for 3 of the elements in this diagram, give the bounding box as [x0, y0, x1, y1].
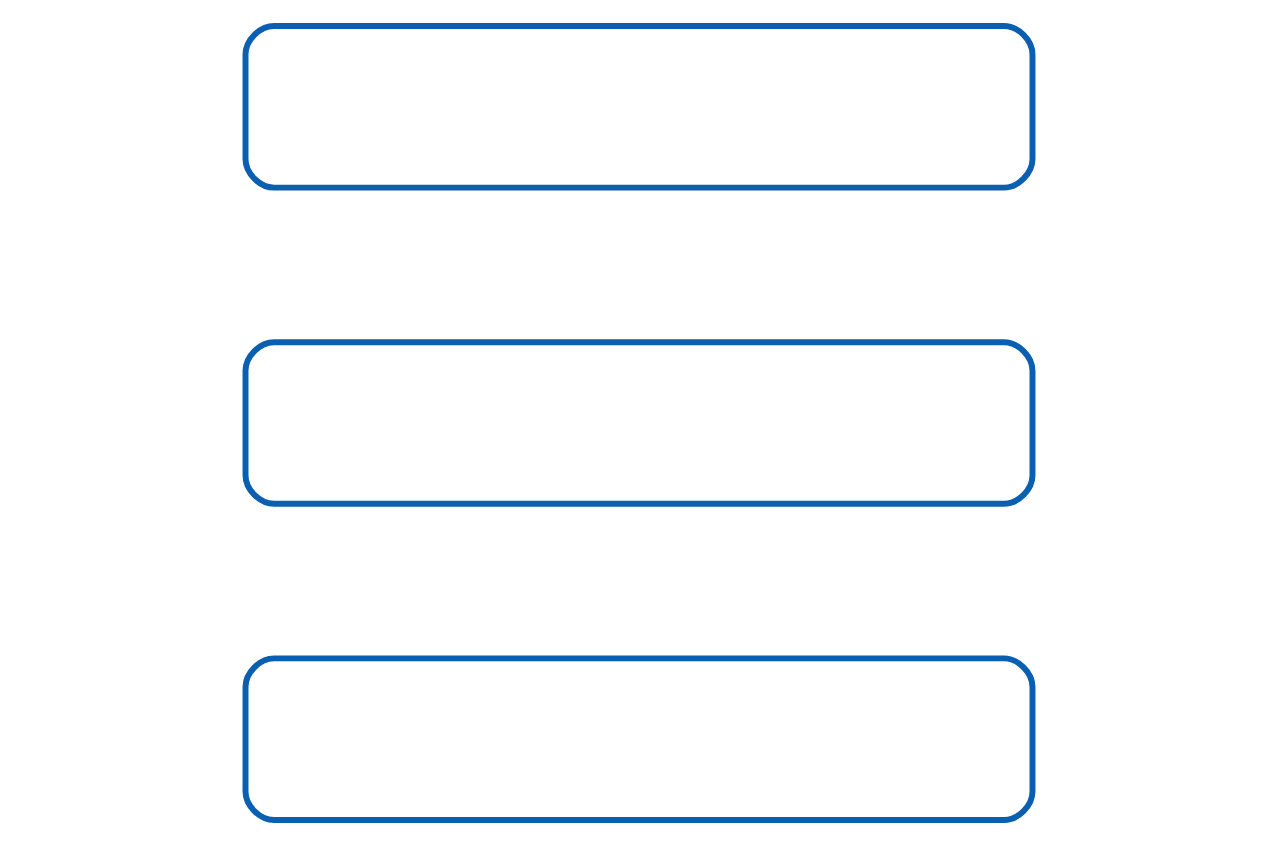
node-box: [242, 655, 1036, 824]
node-box: [242, 22, 1036, 191]
node-box: [242, 339, 1036, 507]
